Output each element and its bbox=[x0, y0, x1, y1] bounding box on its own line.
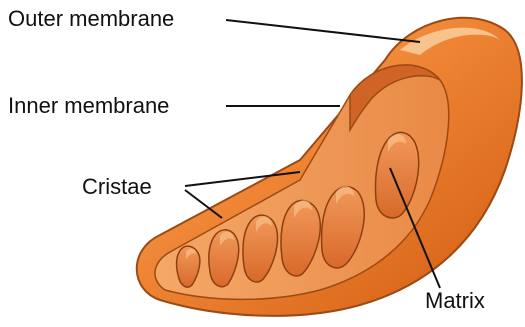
cristae-label: Cristae bbox=[82, 176, 152, 198]
matrix-label: Matrix bbox=[425, 290, 485, 312]
outer-membrane-leader bbox=[226, 20, 420, 42]
inner-membrane-label: Inner membrane bbox=[8, 95, 169, 117]
outer-membrane-label: Outer membrane bbox=[8, 8, 174, 30]
